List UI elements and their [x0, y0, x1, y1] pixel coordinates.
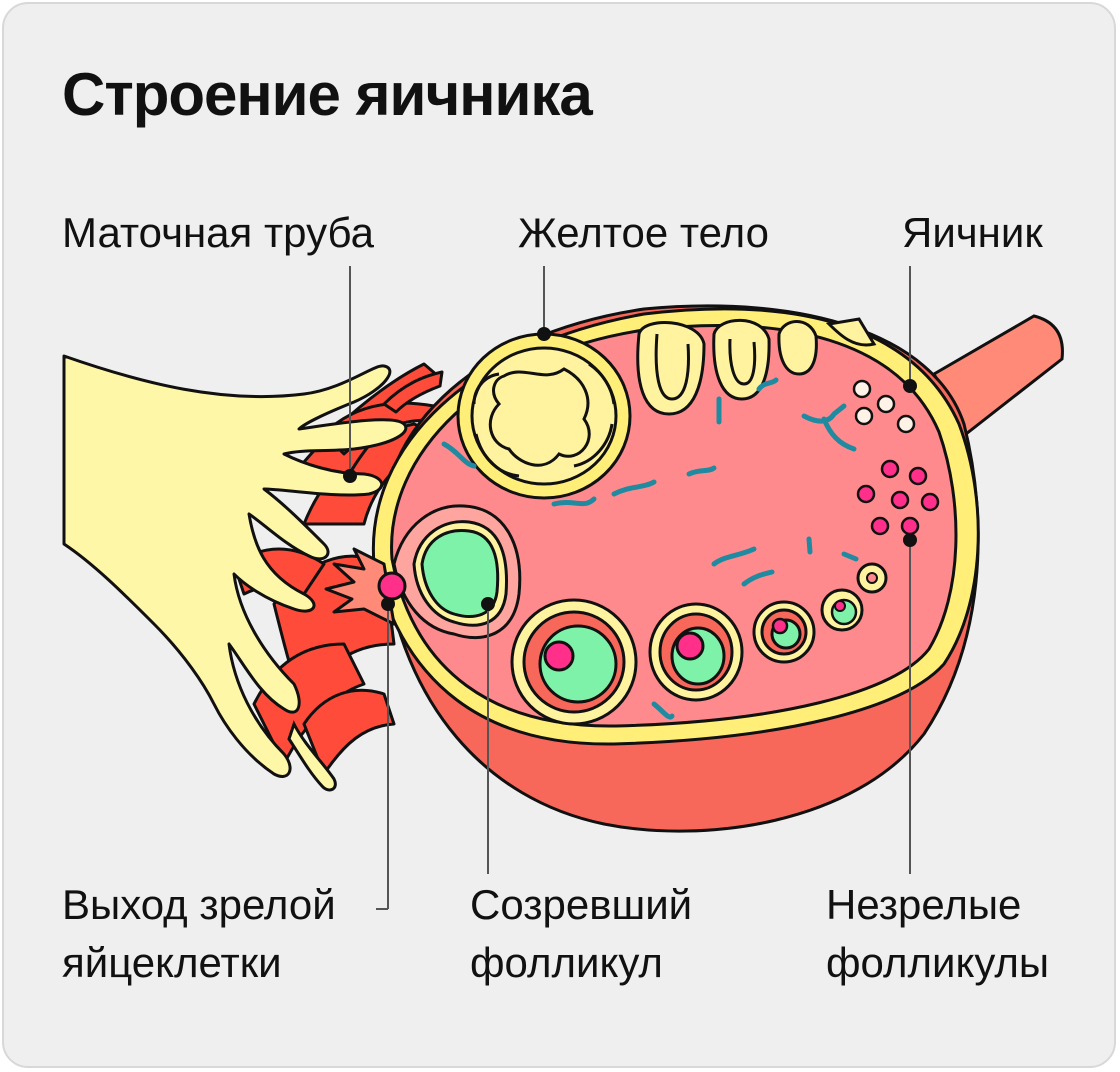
corpus-luteum — [456, 332, 632, 500]
growing-follicle-large — [510, 598, 638, 726]
label-corpus-luteum: Желтое тело — [518, 209, 769, 256]
label-immature-follicles-line2: фолликулы — [826, 939, 1050, 986]
primary-follicle — [856, 562, 888, 594]
ovulation-rupture — [324, 547, 407, 626]
growing-follicle-tiny — [820, 588, 864, 632]
label-mature-follicle-line1: Созревший — [470, 881, 693, 928]
fallopian-tube-fimbriae — [62, 354, 408, 778]
label-mature-follicle-line2: фолликул — [470, 939, 663, 986]
label-ovulation-line1: Выход зрелой — [62, 881, 336, 928]
primordial-follicles — [852, 379, 940, 536]
growing-follicle-small — [752, 600, 816, 664]
leader-lines — [349, 266, 911, 910]
fimbriae-tips — [287, 720, 337, 792]
blood-vessels — [441, 377, 859, 720]
label-fallopian-tube: Маточная труба — [62, 209, 374, 256]
label-immature-follicles-line1: Незрелые — [826, 881, 1022, 928]
growing-follicle-medium — [648, 602, 744, 702]
ovarian-ligament — [931, 314, 1064, 437]
ovary-illustration — [62, 266, 1064, 910]
leader-dots — [343, 327, 917, 611]
label-ovary: Яичник — [902, 209, 1043, 256]
label-ovulation-line2: яйцеклетки — [62, 939, 282, 986]
cortex-folds — [636, 317, 877, 416]
diagram-title: Строение яичника — [62, 61, 593, 128]
